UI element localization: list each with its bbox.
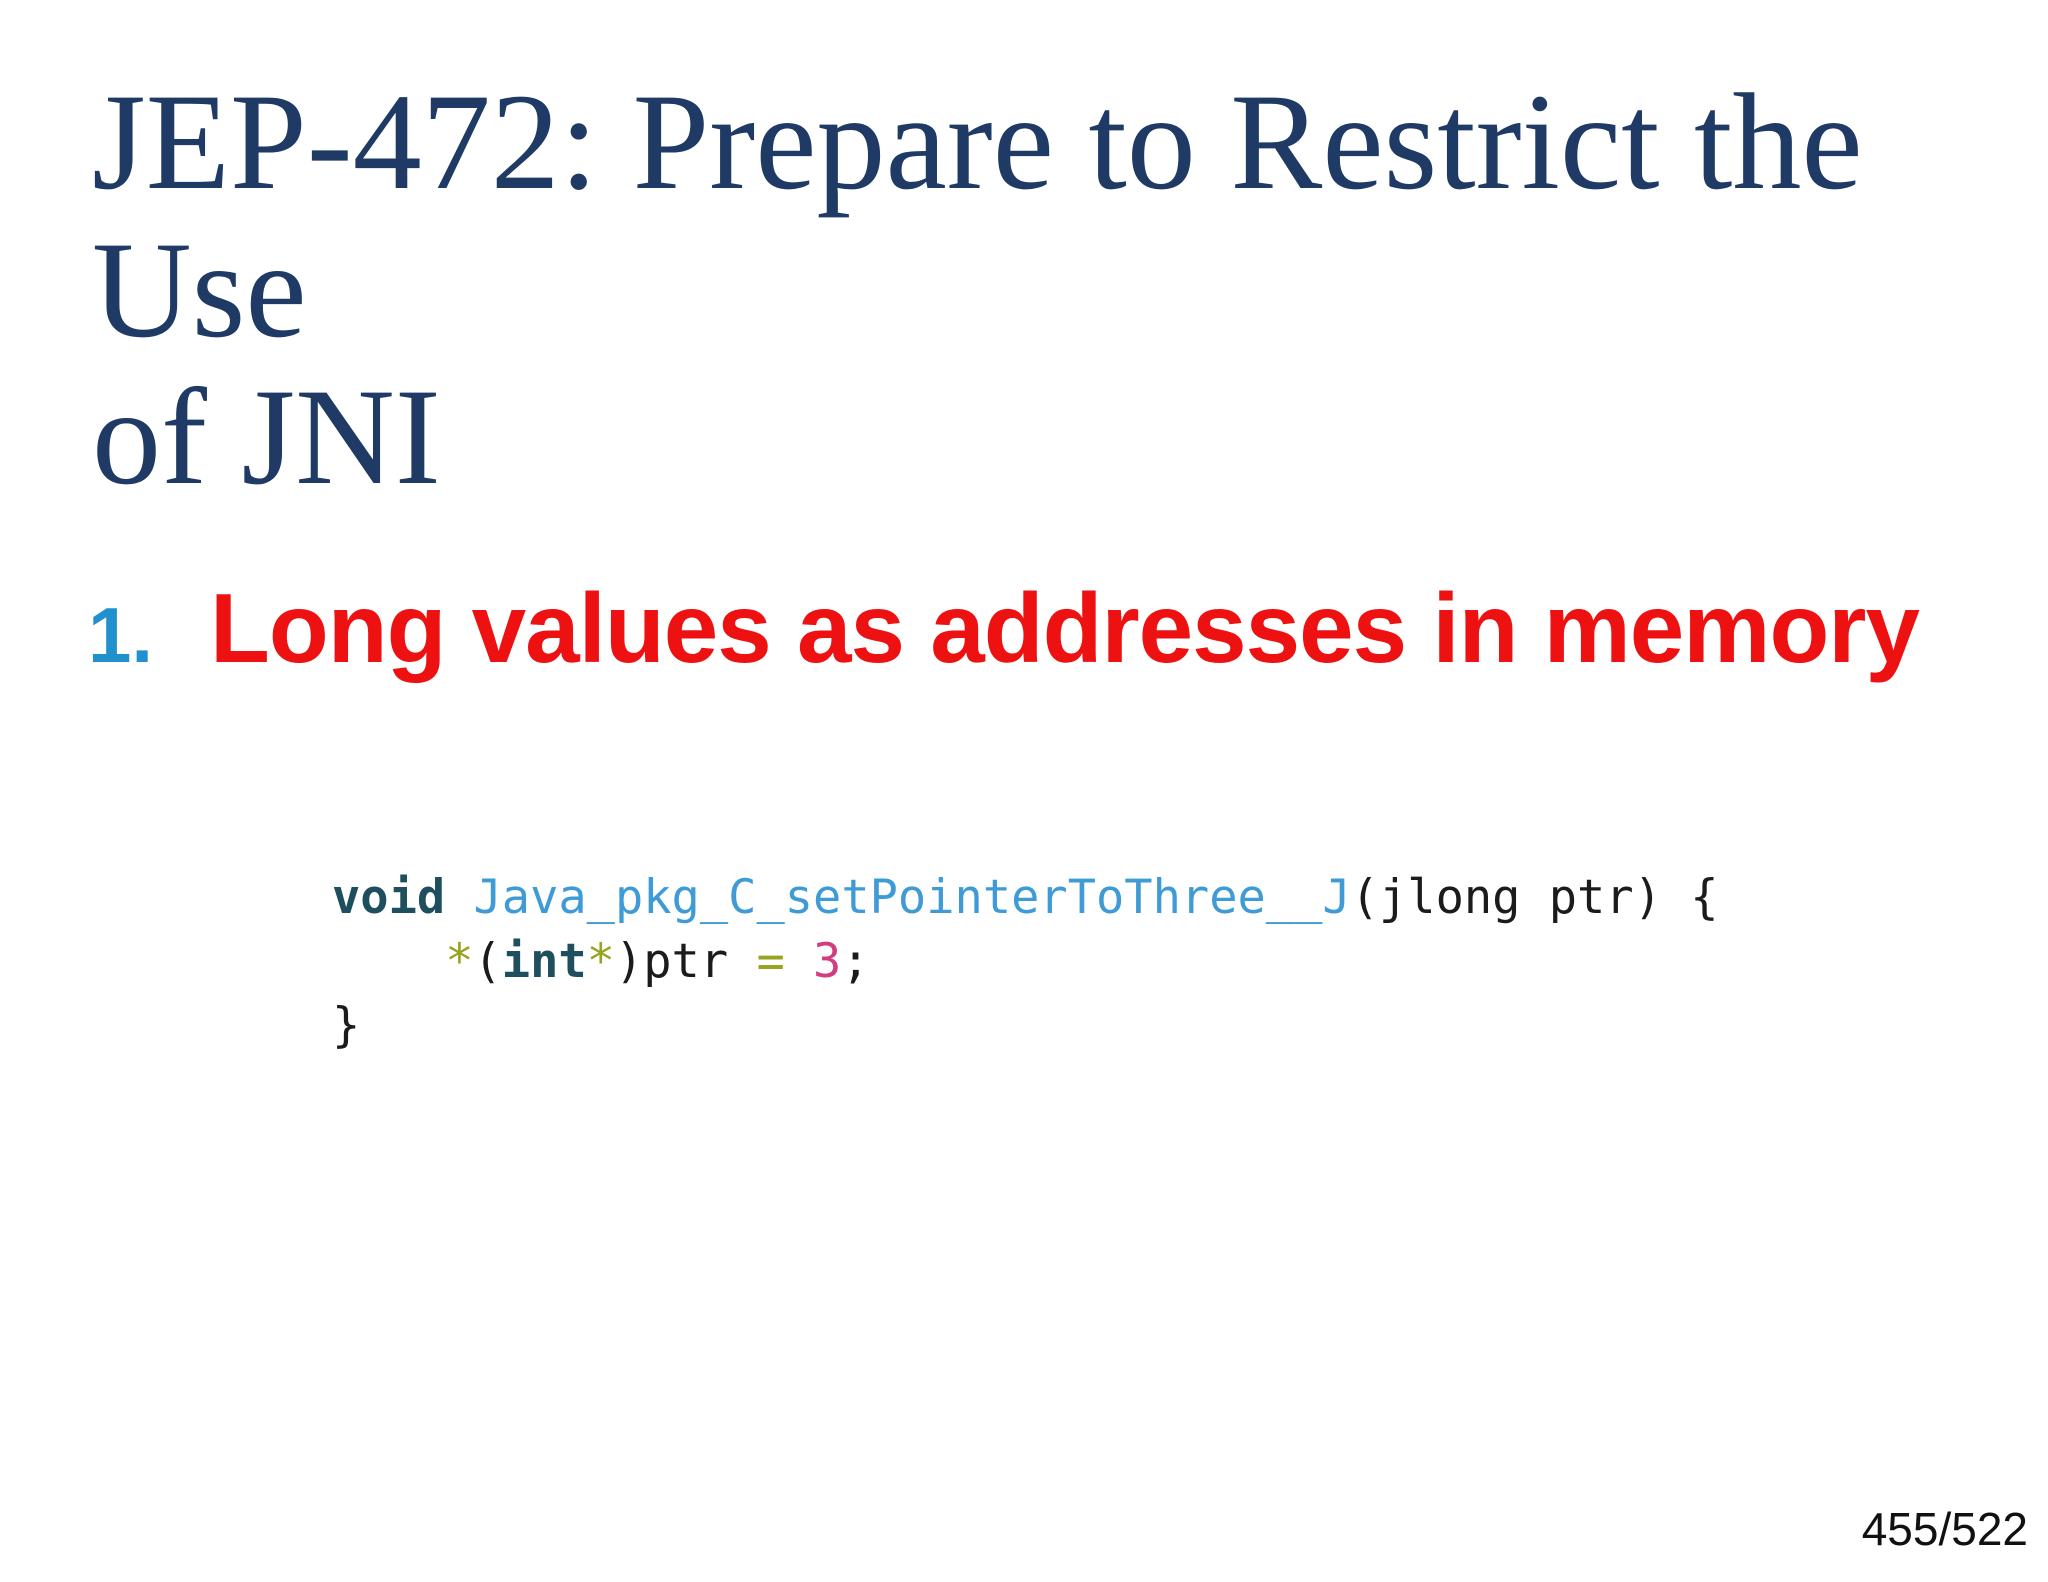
code-token bbox=[445, 870, 473, 925]
list-item-number: 1. bbox=[88, 591, 154, 679]
slide-title-line-2: of JNI bbox=[92, 360, 441, 514]
code-token bbox=[785, 934, 813, 989]
code-token: int bbox=[501, 934, 587, 989]
code-token bbox=[332, 934, 445, 989]
code-token: ( bbox=[473, 934, 502, 989]
code-block: void Java_pkg_C_setPointerToThree__J(jlo… bbox=[332, 866, 1719, 1058]
code-token: * bbox=[445, 934, 474, 989]
list-item-heading: Long values as addresses in memory bbox=[210, 573, 1920, 683]
code-token: void bbox=[332, 870, 446, 925]
code-token: * bbox=[586, 934, 615, 989]
code-token: (jlong ptr) { bbox=[1350, 870, 1719, 925]
page-number: 455/522 bbox=[1861, 1503, 2028, 1555]
code-token: = bbox=[756, 934, 785, 989]
code-token: ; bbox=[841, 934, 870, 989]
code-token: )ptr bbox=[614, 934, 757, 989]
slide-title-line-1: JEP-472: Prepare to Restrict the Use bbox=[92, 65, 1863, 366]
code-token: } bbox=[332, 998, 361, 1053]
code-token: 3 bbox=[813, 934, 842, 989]
slide-title: JEP-472: Prepare to Restrict the Use of … bbox=[92, 68, 1992, 511]
code-token: Java_pkg_C_setPointerToThree__J bbox=[473, 870, 1351, 925]
numbered-list-item: 1. Long values as addresses in memory bbox=[88, 572, 1920, 685]
